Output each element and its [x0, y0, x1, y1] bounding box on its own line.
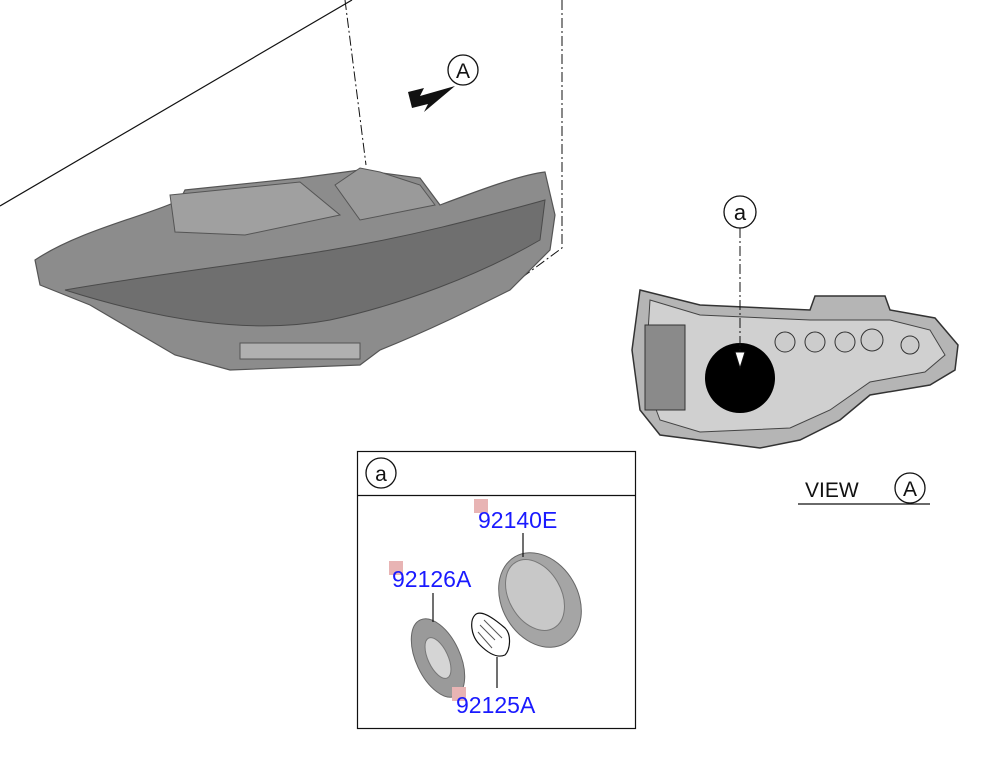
view-label: VIEW A [798, 472, 930, 505]
bulb-socket-opening [705, 343, 775, 413]
view-direction-arrow-icon [408, 86, 455, 112]
highlight-marker [474, 499, 488, 513]
view-label-text: VIEW [805, 479, 859, 502]
detail-box: a 92140E 92126A 92125A [356, 450, 637, 730]
headlamp-rear-view-image[interactable] [631, 289, 959, 449]
part-number-label[interactable]: 92125A [456, 692, 536, 718]
detail-marker-callout[interactable]: a [723, 195, 757, 229]
highlight-marker [389, 561, 403, 575]
detail-marker-text: a [734, 200, 747, 225]
highlight-marker [452, 687, 466, 701]
leader-arrowhead-icon [734, 351, 746, 370]
part-92125a-image[interactable] [471, 612, 511, 657]
view-label-marker: A [903, 478, 917, 501]
part-number-label[interactable]: 92126A [392, 566, 472, 592]
view-marker-callout[interactable]: A [447, 54, 479, 86]
view-marker-text: A [456, 60, 470, 83]
dash-leader-left [344, 0, 367, 166]
headlamp-assembly-image[interactable] [34, 167, 556, 371]
section-line [0, 0, 353, 207]
part-92140e-image[interactable] [482, 538, 598, 663]
box-header-marker: a [375, 463, 387, 486]
part-number-label[interactable]: 92140E [478, 507, 557, 533]
